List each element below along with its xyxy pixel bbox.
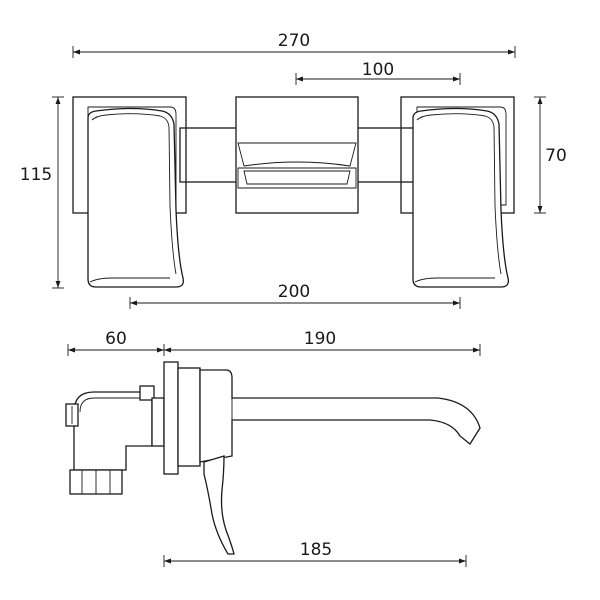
center-spout-block bbox=[235, 96, 359, 214]
right-handle bbox=[400, 96, 515, 288]
dimension-100: 100 bbox=[295, 60, 461, 85]
dimension-70: 70 bbox=[534, 96, 567, 214]
dimension-270-label: 270 bbox=[278, 31, 310, 51]
dimension-70-label: 70 bbox=[545, 146, 567, 166]
dimension-185: 185 bbox=[163, 540, 467, 567]
lever-handle bbox=[203, 455, 235, 555]
dimension-270: 270 bbox=[72, 31, 516, 58]
spout bbox=[199, 369, 481, 463]
dimension-200: 200 bbox=[129, 282, 461, 309]
dimension-200-label: 200 bbox=[278, 282, 310, 302]
dimension-115-label: 115 bbox=[20, 165, 52, 185]
concealed-body bbox=[65, 385, 165, 495]
dimension-185-label: 185 bbox=[300, 540, 332, 560]
dimension-115: 115 bbox=[20, 96, 64, 289]
side-view: 60 190 185 bbox=[65, 329, 481, 567]
dimension-60: 60 bbox=[67, 329, 165, 356]
dimension-190-label: 190 bbox=[304, 329, 336, 349]
left-handle bbox=[72, 96, 187, 288]
dimension-60-label: 60 bbox=[105, 329, 127, 349]
wall-plate bbox=[163, 361, 201, 475]
front-view: 270 100 115 70 200 bbox=[20, 31, 567, 309]
dimension-100-label: 100 bbox=[362, 60, 394, 80]
dimension-190: 190 bbox=[164, 329, 481, 356]
